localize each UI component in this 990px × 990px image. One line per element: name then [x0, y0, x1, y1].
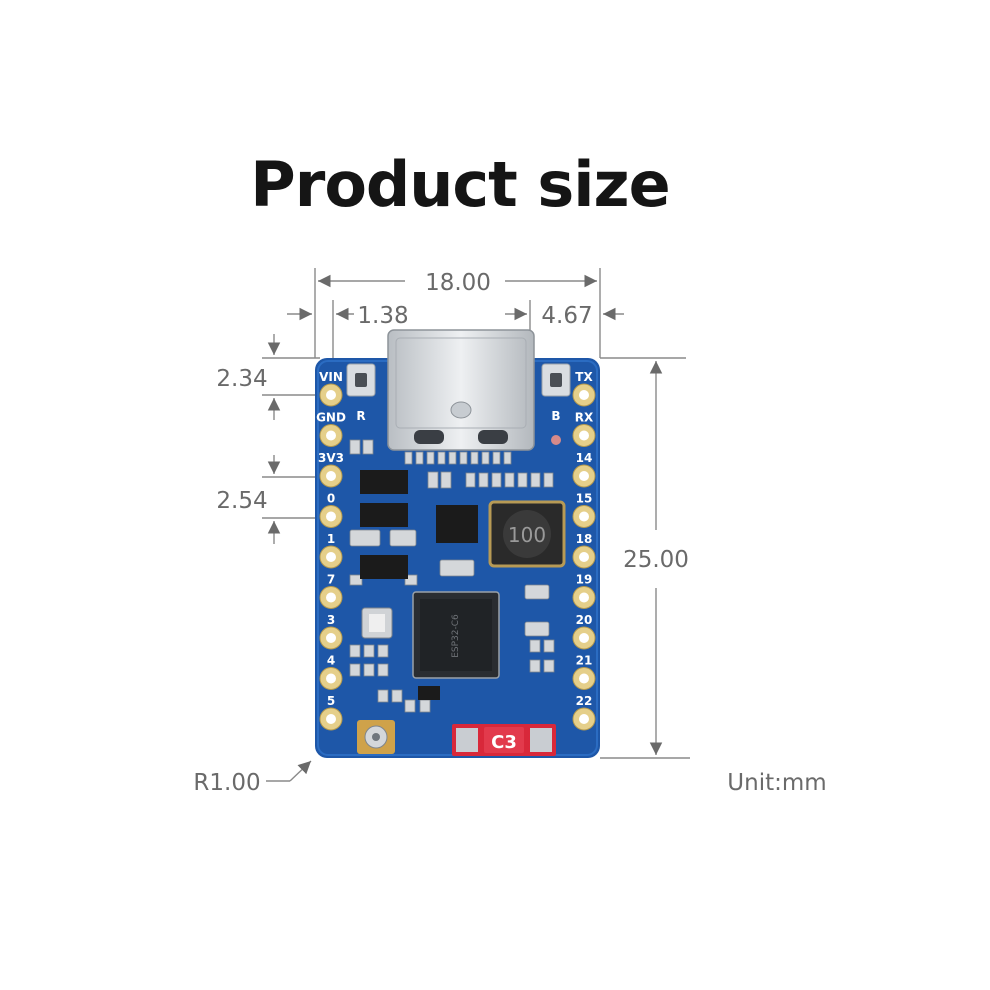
- right-pin-pad-hole: [579, 430, 589, 441]
- boot-button: [541, 363, 571, 397]
- left-pin-label: 5: [327, 694, 335, 708]
- left-pin-label: GND: [316, 411, 346, 425]
- antenna-connector: [357, 720, 395, 754]
- left-pin-label: 3: [327, 613, 335, 627]
- top-pad-height-dimension: 2.34: [216, 366, 267, 392]
- button-label-r: R: [356, 409, 365, 423]
- pcb-board: VIN TX GND RX 3V3 14 0 15 1 18 7 19 3 20 4 21 5 22 R B: [315, 329, 600, 758]
- left-pin-pad-hole: [326, 673, 336, 684]
- right-pin-label: 20: [576, 613, 593, 627]
- unit-label: Unit:mm: [727, 770, 826, 796]
- right-pin-label: 19: [576, 573, 593, 587]
- right-pin-pad-hole: [579, 592, 589, 603]
- left-pin-pad-hole: [326, 471, 336, 481]
- left-pin-label: 4: [327, 654, 335, 668]
- usb-c-connector: [387, 329, 535, 451]
- right-pin-pad-hole: [579, 471, 589, 481]
- left-pin-header: [319, 383, 343, 731]
- inductor-marking: 100: [508, 523, 546, 547]
- status-led: [551, 435, 561, 445]
- right-offset-dimension: 4.67: [541, 303, 592, 329]
- left-pin-pad-hole: [326, 714, 336, 724]
- left-pin-pad-hole: [326, 633, 336, 643]
- dimension-lines: [262, 268, 690, 782]
- left-pin-pad-hole: [326, 511, 336, 522]
- right-pin-label: 15: [576, 492, 593, 506]
- right-pin-label: RX: [575, 411, 594, 425]
- module-badge-text: C3: [491, 732, 517, 753]
- left-offset-dimension: 1.38: [357, 303, 408, 329]
- button-label-b: B: [551, 409, 560, 423]
- right-pin-label: 22: [576, 694, 593, 708]
- right-pin-label: TX: [575, 370, 593, 384]
- right-pin-pad-hole: [579, 633, 589, 643]
- inductor: 100: [488, 500, 566, 568]
- right-pin-pad-hole: [579, 552, 589, 562]
- width-dimension: 18.00: [425, 270, 491, 296]
- height-dimension: 25.00: [623, 547, 689, 573]
- small-ic: [418, 686, 440, 700]
- left-pin-label: 0: [327, 492, 335, 506]
- page-title: Product size: [250, 148, 670, 221]
- pin-pitch-dimension: 2.54: [216, 488, 267, 514]
- pin-labels: VIN TX GND RX 3V3 14 0 15 1 18 7 19 3 20 4 21 5 22: [316, 370, 594, 708]
- corner-radius-dimension: R1.00: [193, 770, 260, 796]
- right-pin-pad-hole: [579, 673, 589, 684]
- right-pin-pad-hole: [579, 511, 589, 522]
- crystal: [361, 607, 393, 639]
- left-pin-label: 1: [327, 532, 335, 546]
- right-pin-label: 14: [576, 451, 593, 465]
- left-pin-pad-hole: [326, 390, 336, 400]
- main-chip: ESP32-C6: [412, 591, 500, 679]
- right-pin-label: 18: [576, 532, 593, 546]
- left-pin-pad-hole: [326, 430, 336, 441]
- transistors: [360, 470, 478, 579]
- right-pin-pad-hole: [579, 390, 589, 400]
- right-pin-pad-hole: [579, 714, 589, 724]
- left-pin-label: 3V3: [318, 451, 344, 465]
- left-pin-pad-hole: [326, 592, 336, 603]
- chip-marking: ESP32-C6: [451, 614, 461, 658]
- left-pin-label: VIN: [319, 370, 343, 384]
- reset-button: [346, 363, 376, 397]
- smd-pads: [349, 439, 555, 713]
- right-pin-label: 21: [576, 654, 593, 668]
- left-pin-pad-hole: [326, 552, 336, 562]
- left-pin-label: 7: [327, 573, 335, 587]
- right-pin-header: [572, 383, 596, 731]
- module-badge: C3: [452, 724, 556, 756]
